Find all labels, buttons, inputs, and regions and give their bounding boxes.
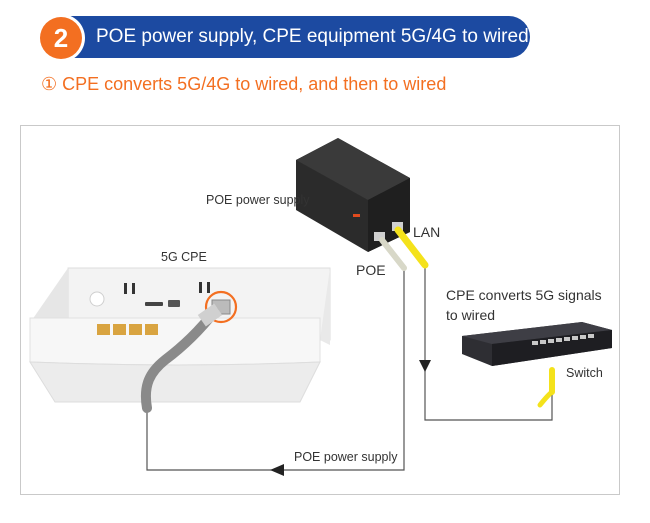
- lan-label: LAN: [413, 224, 441, 240]
- step-badge: 2: [40, 17, 82, 59]
- arrow-left: [270, 464, 284, 476]
- lan-line-to-switch: [424, 268, 553, 421]
- arrow-down: [419, 360, 431, 372]
- network-switch-image: [462, 322, 612, 408]
- diagram-frame: [20, 125, 620, 495]
- poe-adapter-image: [296, 138, 429, 271]
- cpe-converts-label: CPE converts 5G signals: [446, 287, 602, 303]
- poe-supply-label-top: POE power supply: [206, 193, 310, 207]
- sub-heading: ① CPE converts 5G/4G to wired, and then …: [41, 74, 447, 94]
- poe-label: POE: [356, 262, 386, 278]
- switch-label: Switch: [566, 366, 603, 380]
- header-title: POE power supply, CPE equipment 5G/4G to…: [96, 26, 529, 47]
- cpe-label: 5G CPE: [161, 250, 207, 264]
- cpe-device-image: [29, 267, 331, 413]
- poe-supply-label-bottom: POE power supply: [294, 450, 398, 464]
- to-wired-label: to wired: [446, 307, 496, 323]
- header-banner: [42, 16, 530, 58]
